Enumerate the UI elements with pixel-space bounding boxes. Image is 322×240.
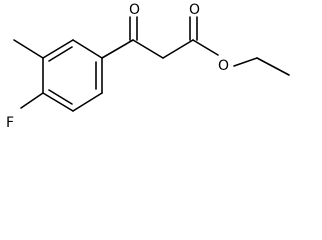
ester-ether-oxygen-label: O [218,58,229,74]
methyl-bond [13,39,44,59]
fluorine-atom-label: F [6,115,14,131]
ring-bond-c2-c3 [42,39,74,59]
chemical-structure: F O O O [6,2,290,131]
ring-bond-c5-c6 [72,92,103,112]
ring-double-bond-c2-c3 [48,46,73,62]
ring-double-bond-c4-c5 [48,89,73,105]
ring-to-ketone-bond [101,39,134,59]
fluorine-bond [20,92,44,109]
ketone-to-methylene-bond [132,39,164,59]
methylene-to-ester-bond [162,39,194,59]
ester-carbonyl-oxygen-label: O [189,2,200,18]
ring-bond-c4-c5 [42,92,74,112]
ethyl-bond [256,57,290,76]
ring-bond-c1-c2 [72,39,103,59]
benzene-ring [42,39,103,112]
ether-to-ethyl-bond [233,57,258,67]
ester-single-bond [192,39,219,56]
ketone-oxygen-label: O [129,2,140,18]
